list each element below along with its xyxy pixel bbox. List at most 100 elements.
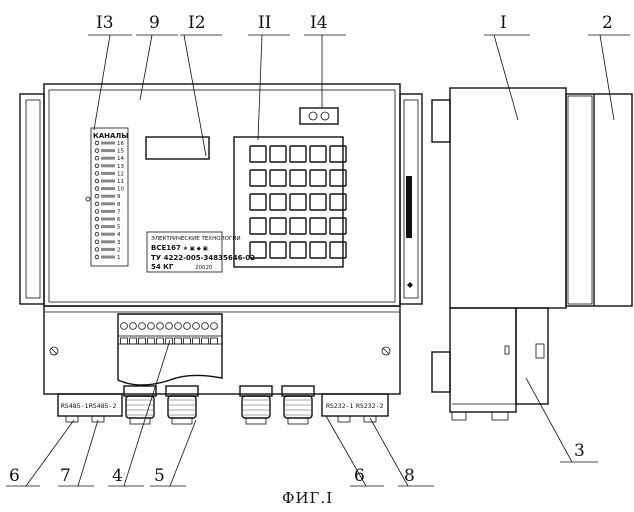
channel-led <box>95 194 99 198</box>
channel-led <box>95 240 99 244</box>
callout-9: 9 <box>149 13 160 33</box>
channel-led <box>95 187 99 191</box>
channel-bar <box>101 172 115 175</box>
side-connector <box>536 344 544 358</box>
cable-gland <box>124 386 156 424</box>
keypad-key <box>290 170 306 186</box>
channel-list: 16151413121110987654321 <box>95 141 124 261</box>
keypad-key <box>270 146 286 162</box>
channel-row: 14 <box>95 156 124 162</box>
cable-gland <box>240 386 272 424</box>
channel-number: 1 <box>117 255 121 261</box>
side-latch <box>505 346 509 354</box>
right-edge-marker <box>407 282 413 288</box>
channel-bar <box>101 187 115 190</box>
gland-tip <box>130 418 150 424</box>
channel-led <box>95 149 99 153</box>
channel-bar <box>101 240 115 243</box>
keypad-key <box>310 170 326 186</box>
connector-tab-1 <box>66 416 78 422</box>
callout-7-leader <box>78 420 98 486</box>
terminal-screw <box>202 323 209 330</box>
channel-bar <box>101 164 115 167</box>
indicator-led-right <box>321 112 329 120</box>
channel-row: 16 <box>95 141 124 147</box>
channel-number: 7 <box>117 209 121 215</box>
nameplate-line5: 20020 <box>195 265 213 271</box>
front-view: КАНАЛЫ 16151413121110987654321 ЭЛЕКТРИЧЕ… <box>20 84 422 424</box>
callout-12: I2 <box>188 13 206 33</box>
terminal-screw <box>175 323 182 330</box>
channel-number: 14 <box>117 156 124 162</box>
channel-led <box>95 225 99 229</box>
side-lid <box>566 94 632 306</box>
left-side-rail-inner <box>26 100 40 298</box>
channel-row: 12 <box>95 171 124 177</box>
channel-bar <box>101 218 115 221</box>
callout-4: 4 <box>112 466 123 486</box>
left-side-rail <box>20 94 44 304</box>
terminal-screw <box>157 323 164 330</box>
callout-8: 8 <box>404 466 415 486</box>
terminal-clamp <box>139 338 146 344</box>
connector-tab-4 <box>364 416 376 422</box>
channel-led <box>95 141 99 145</box>
channel-row: 15 <box>95 149 124 155</box>
indicator-dot <box>86 197 90 201</box>
connector-tab-3 <box>338 416 350 422</box>
callout-1: I <box>500 13 507 33</box>
nameplate-line1: ЭЛЕКТРИЧЕСКИЕ ТЕХНОЛОГИИ <box>151 236 241 242</box>
channel-led <box>95 202 99 206</box>
terminal-screw <box>184 323 191 330</box>
channel-number: 2 <box>117 247 121 253</box>
indicator-window-frame <box>300 108 338 124</box>
callout-12-leader <box>184 35 206 156</box>
nameplate-line4: 54 КГ <box>151 263 174 271</box>
indicator-led-left <box>309 112 317 120</box>
channels-title: КАНАЛЫ <box>93 132 128 140</box>
callout-7: 7 <box>60 466 71 486</box>
channel-led <box>95 172 99 176</box>
callout-4-leader <box>124 340 170 486</box>
keypad-key <box>270 242 286 258</box>
side-body <box>450 88 566 308</box>
callout-13: I3 <box>96 13 114 33</box>
terminal-screw <box>139 323 146 330</box>
keypad-key <box>310 242 326 258</box>
keypad-key <box>250 218 266 234</box>
callout-11-leader <box>258 35 262 140</box>
nameplate: ЭЛЕКТРИЧЕСКИЕ ТЕХНОЛОГИИ ВСЕ167 ★ ▣ ◆ ▣ … <box>147 232 255 272</box>
channel-led <box>95 255 99 259</box>
side-foot-right <box>492 412 508 420</box>
gland-tip <box>288 418 308 424</box>
callout-5-leader <box>170 420 196 486</box>
display-window <box>146 137 209 159</box>
keypad-key <box>310 194 326 210</box>
channel-row: 10 <box>95 187 124 193</box>
gland-tip <box>246 418 266 424</box>
callout-3-leader <box>526 378 572 462</box>
channels-panel: КАНАЛЫ 16151413121110987654321 <box>86 128 128 266</box>
channel-bar <box>101 157 115 160</box>
cable-gland <box>282 386 314 424</box>
terminal-screw <box>166 323 173 330</box>
keypad-key <box>270 194 286 210</box>
callout-13-leader <box>94 35 110 130</box>
keypad-key <box>250 170 266 186</box>
channel-row: 7 <box>95 209 121 215</box>
channel-led <box>95 156 99 160</box>
channel-number: 8 <box>117 202 121 208</box>
screw-left-slot <box>51 348 57 354</box>
terminal-screw <box>148 323 155 330</box>
keypad-key <box>290 218 306 234</box>
channel-number: 12 <box>117 171 124 177</box>
terminal-clamp <box>130 338 137 344</box>
channel-bar <box>101 233 115 236</box>
channel-bar <box>101 202 115 205</box>
channel-row: 2 <box>95 247 120 253</box>
channel-number: 15 <box>117 149 124 155</box>
callout-11: II <box>258 13 271 33</box>
side-lid-inner <box>568 96 592 304</box>
terminal-clamp <box>202 338 209 344</box>
keypad-key <box>270 218 286 234</box>
